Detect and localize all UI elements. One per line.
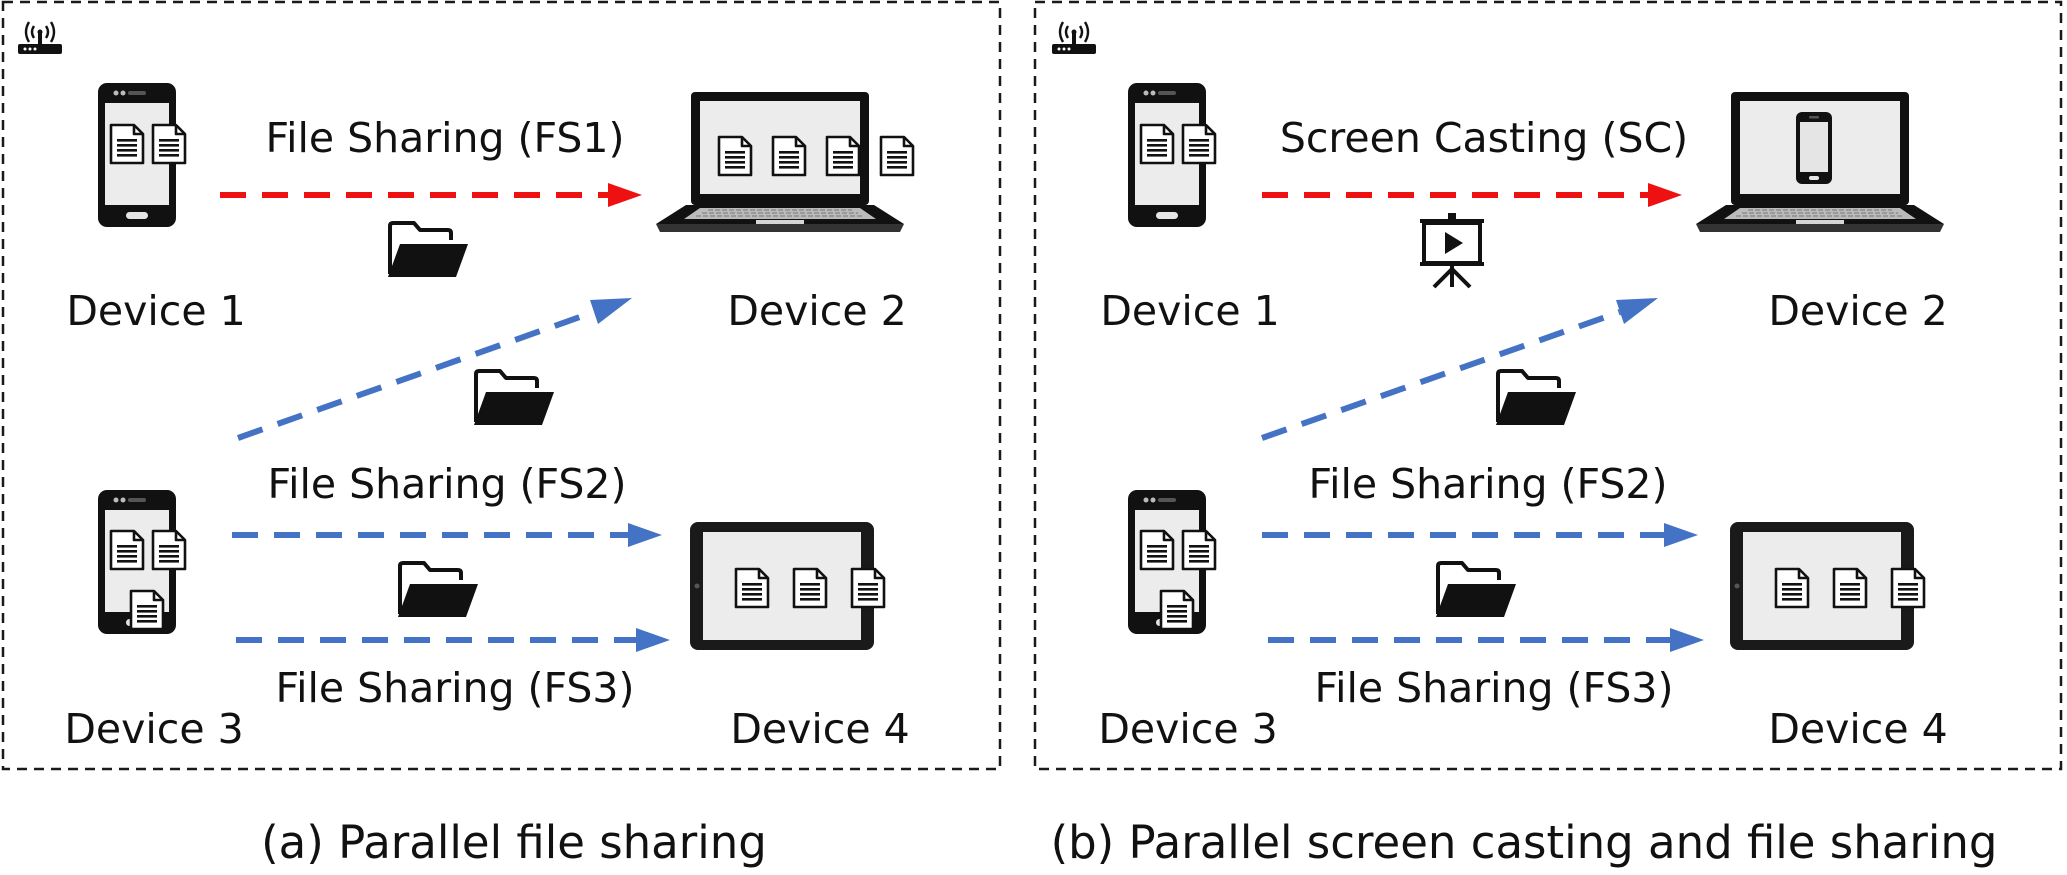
panel-b-caption: (b) Parallel screen casting and file sha… [1051, 816, 1998, 869]
device-3-label: Device 3 [64, 705, 243, 753]
device-2-label: Device 2 [727, 287, 906, 335]
flow-bottom-arrowhead [1670, 628, 1704, 652]
document-icon [1159, 589, 1195, 631]
document-icon [792, 567, 828, 609]
flow-diag-arrow [1261, 309, 1621, 441]
flow-diag-arrow [236, 309, 596, 441]
device-2-laptop [1695, 91, 1945, 233]
flow-diag-arrowhead [1616, 298, 1658, 324]
device-2-label: Device 2 [1768, 287, 1947, 335]
flow-middle-arrowhead [1664, 523, 1698, 547]
folder-icon [1494, 369, 1578, 427]
flow-diag-label: File Sharing (FS2) [267, 460, 626, 508]
document-icon [1139, 529, 1175, 571]
panel-b: Device 1 Device 2 Device 3 Device 4 Scre… [1033, 0, 2063, 771]
device-3-phone [98, 490, 187, 634]
folder-icon [1434, 561, 1518, 619]
flow-middle-arrowhead [628, 523, 662, 547]
flow-top-arrowhead [1648, 183, 1682, 207]
document-icon [109, 123, 145, 165]
document-icon [109, 529, 145, 571]
panel-a-caption: (a) Parallel file sharing [261, 816, 767, 869]
flow-top-arrowhead [608, 183, 642, 207]
document-icon [129, 589, 165, 631]
document-icon [825, 135, 861, 177]
document-icon [151, 529, 187, 571]
device-4-label: Device 4 [1768, 705, 1947, 753]
flow-top-label: Screen Casting (SC) [1280, 114, 1688, 162]
document-icon [771, 135, 807, 177]
device-1-label: Device 1 [66, 287, 245, 335]
device-1-phone [98, 83, 187, 227]
device-4-tablet [1730, 522, 1926, 650]
document-icon [717, 135, 753, 177]
folder-icon [472, 369, 556, 427]
document-icon [151, 123, 187, 165]
panel-b-border [1033, 0, 2063, 771]
document-icon [734, 567, 770, 609]
flow-bottom-label: File Sharing (FS3) [275, 664, 634, 712]
device-1-label: Device 1 [1100, 287, 1279, 335]
mirrored-phone-icon [1796, 112, 1832, 184]
device-2-laptop [655, 91, 915, 233]
document-icon [1139, 123, 1175, 165]
document-icon [1774, 567, 1810, 609]
document-icon [1832, 567, 1868, 609]
device-4-label: Device 4 [730, 705, 909, 753]
device-4-tablet [690, 522, 886, 650]
folder-icon [386, 221, 470, 279]
flow-diag-label: File Sharing (FS2) [1308, 460, 1667, 508]
panel-a: Device 1 Device 2 Device 3 Device 4 Fil [1, 0, 1002, 771]
projector-screen-icon [1418, 211, 1486, 289]
document-icon [850, 567, 886, 609]
flow-bottom-label: File Sharing (FS3) [1314, 664, 1673, 712]
device-1-phone [1128, 83, 1217, 227]
document-icon [1181, 529, 1217, 571]
document-icon [1890, 567, 1926, 609]
router-icon [16, 20, 64, 56]
folder-icon [396, 561, 480, 619]
panel-a-border [1, 0, 1002, 771]
document-icon [1181, 123, 1217, 165]
flow-bottom-arrowhead [636, 628, 670, 652]
router-icon [1050, 20, 1098, 56]
device-3-phone [1128, 490, 1217, 634]
flow-diag-arrowhead [590, 298, 632, 324]
document-icon [879, 135, 915, 177]
flow-top-label: File Sharing (FS1) [265, 114, 624, 162]
device-3-label: Device 3 [1098, 705, 1277, 753]
